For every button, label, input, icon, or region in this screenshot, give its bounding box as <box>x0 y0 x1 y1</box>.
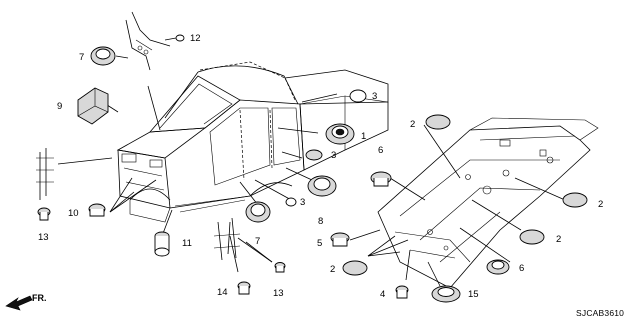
front-direction-indicator: FR. <box>5 293 47 311</box>
callout-7-top: 7 <box>79 52 84 63</box>
diagram-code: SJCAB3610 <box>576 308 624 318</box>
callout-labels: 7 12 9 3 1 3 3 8 7 10 13 11 14 13 2 6 2 … <box>38 33 603 300</box>
part-12-plug <box>164 34 185 42</box>
part-3-plug-a <box>349 89 367 103</box>
callout-6-lower: 6 <box>519 263 524 274</box>
pillar-detail <box>125 11 171 71</box>
arrow-front-icon <box>5 295 33 311</box>
part-2-plug-b <box>562 192 588 208</box>
front-pillar-detail <box>36 148 54 200</box>
callout-14: 14 <box>217 287 228 298</box>
callout-1: 1 <box>361 131 366 142</box>
part-3-plug-b <box>305 149 323 161</box>
door-bracket-detail <box>213 217 241 261</box>
direction-label: FR. <box>32 293 47 303</box>
part-3-plug-c <box>285 197 297 207</box>
callout-9: 9 <box>57 101 62 112</box>
part-14-clip <box>237 281 251 295</box>
part-2-plug-a <box>425 114 451 130</box>
part-13-clip-left <box>37 207 51 221</box>
part-7-grommet-top <box>90 46 129 66</box>
floor-leader-lines <box>349 124 566 287</box>
callout-2-b: 2 <box>598 199 603 210</box>
part-2-plug-c <box>519 229 545 245</box>
callout-3-a: 3 <box>372 91 377 102</box>
callout-8: 8 <box>318 216 323 227</box>
part-8-grommet <box>307 175 337 197</box>
floor-pan <box>377 117 599 289</box>
part-6-plug-upper <box>370 171 392 187</box>
part-6-plug-lower <box>486 259 510 275</box>
part-10-plug <box>88 203 106 217</box>
callout-12: 12 <box>190 33 201 44</box>
callout-13-left: 13 <box>38 232 49 243</box>
callout-4: 4 <box>380 289 385 300</box>
callout-3-b: 3 <box>331 150 336 161</box>
callout-2-d: 2 <box>330 264 335 275</box>
callout-2-c: 2 <box>556 234 561 245</box>
part-9-pad <box>77 87 109 125</box>
callout-10: 10 <box>68 208 79 219</box>
body-leader-lines <box>57 85 338 273</box>
part-5-plug <box>330 232 350 247</box>
part-13-clip-right <box>274 262 286 273</box>
callout-13-right: 13 <box>273 288 284 299</box>
callout-11: 11 <box>182 238 192 249</box>
part-2-plug-d <box>342 260 368 276</box>
callout-6-upper: 6 <box>378 145 383 156</box>
callout-2-a: 2 <box>410 119 415 130</box>
callout-15: 15 <box>468 289 479 300</box>
part-1-grommet <box>325 123 355 145</box>
callout-3-c: 3 <box>300 197 305 208</box>
part-7-grommet-bottom <box>245 201 271 223</box>
callout-7-bottom: 7 <box>255 236 260 247</box>
part-11-damper <box>154 231 170 257</box>
part-15-grommet <box>431 285 461 303</box>
vehicle-body <box>116 61 389 223</box>
callout-5: 5 <box>317 238 322 249</box>
part-4-clip <box>395 285 409 299</box>
